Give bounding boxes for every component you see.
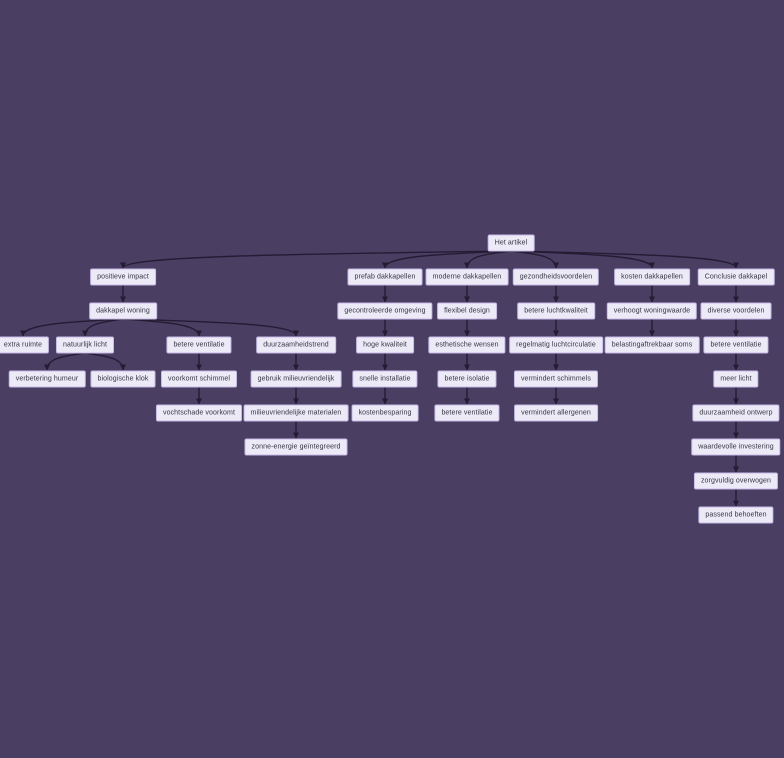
mindmap-edge-n4-n5: [44, 352, 86, 371]
mindmap-node-n8[interactable]: voorkomt schimmel: [161, 370, 237, 388]
mindmap-node-n4[interactable]: natuurlijk licht: [55, 336, 115, 354]
mindmap-node-n24[interactable]: gezondheidsvoordelen: [512, 268, 600, 286]
mindmap-edge-n0-n19: [464, 250, 512, 269]
mindmap-node-n27[interactable]: vermindert schimmels: [513, 370, 599, 388]
mindmap-node-n35[interactable]: meer licht: [713, 370, 759, 388]
mindmap-edge-n2-n10: [122, 318, 299, 337]
mindmap-node-n6[interactable]: biologische klok: [90, 370, 156, 388]
mindmap-node-n20[interactable]: flexibel design: [437, 302, 497, 320]
mindmap-node-n15[interactable]: gecontroleerde omgeving: [337, 302, 433, 320]
mindmap-node-n34[interactable]: betere ventilatie: [703, 336, 769, 354]
mindmap-node-n12[interactable]: milieuvriendelijke materialen: [243, 404, 349, 422]
mindmap-node-n3[interactable]: extra ruimte: [0, 336, 50, 354]
mindmap-node-n18[interactable]: kostenbesparing: [351, 404, 419, 422]
mindmap-node-n23[interactable]: betere ventilatie: [434, 404, 500, 422]
mindmap-node-n2[interactable]: dakkapel woning: [89, 302, 157, 320]
mindmap-node-n19[interactable]: moderne dakkapellen: [425, 268, 509, 286]
mindmap-node-n29[interactable]: kosten dakkapellen: [614, 268, 690, 286]
mindmap-node-n30[interactable]: verhoogt woningwaarde: [606, 302, 698, 320]
mindmap-node-n17[interactable]: snelle installatie: [352, 370, 418, 388]
mindmap-node-n37[interactable]: waardevolle investering: [691, 438, 781, 456]
mindmap-edge-n2-n7: [122, 318, 202, 337]
mindmap-node-n25[interactable]: betere luchtkwaliteit: [517, 302, 595, 320]
mindmap-node-n13[interactable]: zonne-energie geïntegreerd: [244, 438, 348, 456]
mindmap-edge-n0-n24: [510, 250, 559, 269]
mindmap-node-n10[interactable]: duurzaamheidstrend: [256, 336, 336, 354]
mindmap-node-n14[interactable]: prefab dakkapellen: [347, 268, 423, 286]
mindmap-edge-n2-n3: [20, 318, 124, 337]
mindmap-node-n36[interactable]: duurzaamheid ontwerp: [692, 404, 780, 422]
mindmap-root-node[interactable]: Het artikel: [487, 234, 535, 252]
mindmap-node-n28[interactable]: vermindert allergenen: [514, 404, 598, 422]
mindmap-node-n38[interactable]: zorgvuldig overwogen: [693, 472, 779, 490]
mindmap-node-n31[interactable]: belastingaftrekbaar soms: [604, 336, 700, 354]
mindmap-edge-n0-n1: [120, 250, 512, 269]
mindmap-edge-n4-n6: [84, 352, 126, 371]
mindmap-edge-n0-n29: [510, 250, 655, 269]
mindmap-node-n1[interactable]: positieve impact: [90, 268, 156, 286]
mindmap-node-n5[interactable]: verbetering humeur: [8, 370, 86, 388]
mindmap-node-n9[interactable]: vochtschade voorkomt: [155, 404, 243, 422]
mindmap-node-n39[interactable]: passend behoeften: [698, 506, 774, 524]
mindmap-node-n32[interactable]: Conclusie dakkapel: [697, 268, 775, 286]
mindmap-node-n26[interactable]: regelmatig luchtcirculatie: [509, 336, 603, 354]
mindmap-node-n16[interactable]: hoge kwaliteit: [356, 336, 414, 354]
mindmap-node-n22[interactable]: betere isolatie: [437, 370, 497, 388]
mindmap-node-n21[interactable]: esthetische wensen: [428, 336, 506, 354]
mindmap-edge-n0-n32: [510, 250, 739, 269]
mindmap-edge-n2-n4: [82, 318, 124, 337]
mindmap-node-n11[interactable]: gebruik milieuvriendelijk: [250, 370, 342, 388]
mindmap-node-n33[interactable]: diverse voordelen: [700, 302, 772, 320]
mindmap-node-n7[interactable]: betere ventilatie: [166, 336, 232, 354]
mindmap-edge-n0-n14: [382, 250, 512, 269]
